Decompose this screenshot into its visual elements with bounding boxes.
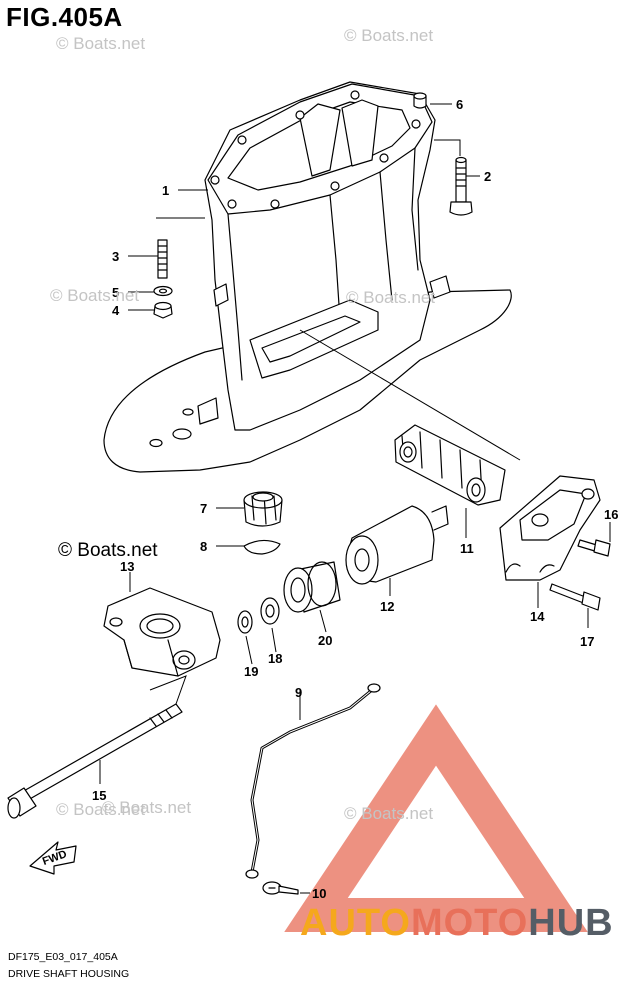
mount-bracket (103, 587, 221, 677)
clip-8 (243, 539, 281, 555)
callout-5: 5 (112, 285, 119, 300)
logo-triangle-icon (284, 704, 588, 932)
rubber-mount (345, 505, 449, 585)
brand-part-2: MOTO (410, 902, 529, 944)
callout-20: 20 (318, 633, 332, 648)
mount-cap (243, 491, 283, 527)
grommet (283, 561, 341, 613)
callout-10: 10 (312, 886, 326, 901)
nut-4 (153, 301, 173, 319)
callout-12: 12 (380, 599, 394, 614)
callout-9: 9 (295, 685, 302, 700)
callout-6: 6 (456, 97, 463, 112)
callout-16: 16 (604, 507, 618, 522)
watermark-2: © Boats.net (344, 26, 434, 45)
mount-cover (499, 475, 601, 581)
washer-18 (260, 597, 280, 625)
dowel-pin (413, 92, 427, 109)
watermark-5: © Boats.net (58, 540, 158, 561)
bolt-2 (449, 156, 473, 216)
callout-17: 17 (580, 634, 594, 649)
drive-shaft-housing (103, 81, 512, 473)
water-tube-seal (394, 424, 506, 506)
washer-5 (153, 285, 173, 297)
callout-4: 4 (112, 303, 120, 318)
watermark-3: © Boats.net (50, 286, 140, 305)
screw-10 (262, 881, 299, 895)
callout-19: 19 (244, 664, 258, 679)
watermark-1: © Boats.net (56, 34, 146, 53)
callout-3: 3 (112, 249, 119, 264)
callout-13: 13 (120, 559, 134, 574)
bolt-16 (577, 539, 611, 557)
callout-8: 8 (200, 539, 207, 554)
stud-bolt (157, 239, 168, 279)
ground-wire (245, 683, 381, 879)
callout-2: 2 (484, 169, 491, 184)
callout-7: 7 (200, 501, 207, 516)
callout-18: 18 (268, 651, 282, 666)
callout-1: 1 (162, 183, 169, 198)
watermark-4: © Boats.net (346, 288, 436, 307)
figure-caption: DRIVE SHAFT HOUSING (8, 968, 130, 980)
watermark-6: © Boats.net (56, 800, 146, 819)
watermark-7: © Boats.net (102, 798, 192, 817)
brand-part-1: AUTO (300, 902, 411, 944)
callout-11: 11 (460, 541, 474, 556)
figure-code: DF175_E03_017_405A (8, 951, 118, 963)
fwd-arrow-icon (29, 841, 77, 875)
callout-15: 15 (92, 788, 106, 803)
washer-19 (237, 610, 253, 634)
brand-logo: AUTOMOTOHUB (300, 902, 614, 945)
bolt-17 (549, 583, 601, 611)
figure-title: FIG.405A (6, 2, 123, 32)
callout-14: 14 (530, 609, 545, 624)
through-bolt (7, 703, 183, 819)
watermark-8: © Boats.net (344, 804, 434, 823)
brand-part-3: HUB (528, 902, 614, 944)
